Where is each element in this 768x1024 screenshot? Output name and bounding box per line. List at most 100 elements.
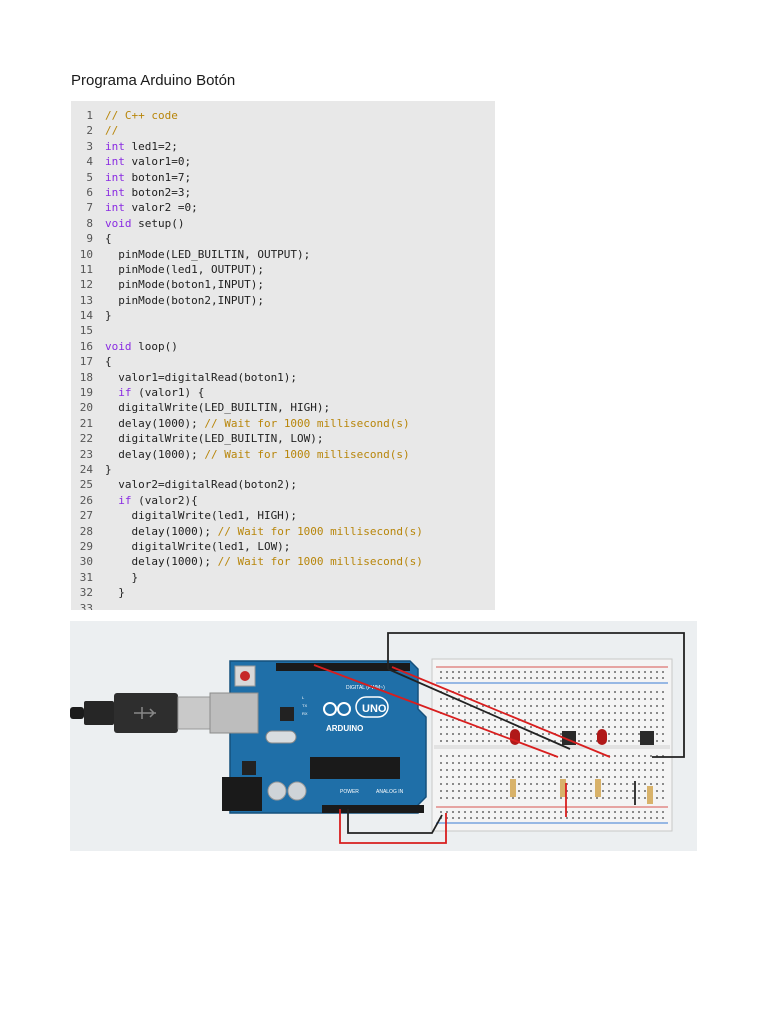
breadboard-hole xyxy=(596,811,598,813)
breadboard-hole xyxy=(464,705,466,707)
breadboard-hole xyxy=(446,762,448,764)
breadboard-hole xyxy=(548,762,550,764)
code-token: { xyxy=(105,355,112,369)
breadboard-hole xyxy=(536,691,538,693)
breadboard-hole xyxy=(560,677,562,679)
breadboard-hole xyxy=(656,733,658,735)
breadboard-hole xyxy=(662,740,664,742)
breadboard-hole xyxy=(536,790,538,792)
breadboard-hole xyxy=(596,712,598,714)
breadboard-hole xyxy=(542,733,544,735)
code-token: pinMode(LED_BUILTIN, OUTPUT); xyxy=(105,247,311,261)
breadboard-hole xyxy=(494,783,496,785)
breadboard-hole xyxy=(638,790,640,792)
breadboard-hole xyxy=(524,705,526,707)
breadboard-hole xyxy=(626,733,628,735)
line-number: 11 xyxy=(79,262,93,276)
breadboard-hole xyxy=(578,740,580,742)
line-number: 3 xyxy=(86,139,93,153)
breadboard-hole xyxy=(662,726,664,728)
breadboard-hole xyxy=(446,705,448,707)
breadboard-hole xyxy=(482,769,484,771)
breadboard-hole xyxy=(614,677,616,679)
breadboard-hole xyxy=(644,726,646,728)
breadboard-hole xyxy=(602,783,604,785)
breadboard-hole xyxy=(458,797,460,799)
breadboard-hole xyxy=(530,776,532,778)
breadboard-hole xyxy=(566,783,568,785)
code-line: // xyxy=(105,123,495,138)
breadboard-hole xyxy=(464,712,466,714)
breadboard-hole xyxy=(566,769,568,771)
breadboard-hole xyxy=(506,677,508,679)
breadboard-hole xyxy=(488,733,490,735)
breadboard-hole xyxy=(470,790,472,792)
breadboard-hole xyxy=(506,790,508,792)
breadboard-hole xyxy=(536,776,538,778)
breadboard-hole xyxy=(644,677,646,679)
code-token: pinMode(boton2,INPUT); xyxy=(105,293,264,307)
breadboard-hole xyxy=(500,740,502,742)
code-token: (valor2){ xyxy=(131,493,198,507)
breadboard-hole xyxy=(524,797,526,799)
power-jack xyxy=(222,777,262,811)
breadboard-hole xyxy=(638,671,640,673)
breadboard-hole xyxy=(596,762,598,764)
breadboard-hole xyxy=(536,671,538,673)
breadboard-hole xyxy=(482,712,484,714)
breadboard-hole xyxy=(488,790,490,792)
code-line: { xyxy=(105,231,495,246)
breadboard-hole xyxy=(602,817,604,819)
code-token: // Wait for 1000 millisecond(s) xyxy=(204,447,410,461)
breadboard-hole xyxy=(524,726,526,728)
code-token: pinMode(boton1,INPUT); xyxy=(105,278,264,292)
breadboard-hole xyxy=(476,677,478,679)
pushbutton-2[interactable] xyxy=(640,731,654,745)
breadboard-hole xyxy=(524,769,526,771)
breadboard-hole xyxy=(464,677,466,679)
breadboard-hole xyxy=(518,769,520,771)
breadboard-hole xyxy=(548,769,550,771)
breadboard-hole xyxy=(566,691,568,693)
breadboard-hole xyxy=(476,776,478,778)
breadboard-hole xyxy=(632,740,634,742)
breadboard-hole xyxy=(596,719,598,721)
breadboard-hole xyxy=(644,698,646,700)
breadboard-hole xyxy=(614,705,616,707)
breadboard-hole xyxy=(650,712,652,714)
breadboard-hole xyxy=(614,797,616,799)
breadboard-hole xyxy=(560,755,562,757)
breadboard-hole xyxy=(542,755,544,757)
code-token: // Wait for 1000 millisecond(s) xyxy=(204,416,410,430)
breadboard-hole xyxy=(608,698,610,700)
breadboard-hole xyxy=(602,705,604,707)
breadboard-hole xyxy=(584,712,586,714)
code-line: pinMode(boton1,INPUT); xyxy=(105,277,495,292)
breadboard-hole xyxy=(608,726,610,728)
breadboard-hole xyxy=(500,790,502,792)
wires xyxy=(313,632,685,844)
breadboard-hole xyxy=(548,719,550,721)
breadboard-hole xyxy=(500,733,502,735)
code-line: void setup() xyxy=(105,216,495,231)
breadboard-hole xyxy=(620,790,622,792)
breadboard-hole xyxy=(524,671,526,673)
code-token: delay(1000); xyxy=(105,416,205,430)
breadboard-hole xyxy=(554,698,556,700)
breadboard-hole xyxy=(614,691,616,693)
line-number: 19 xyxy=(79,386,93,400)
breadboard-hole xyxy=(470,719,472,721)
breadboard-hole xyxy=(578,698,580,700)
code-token: int xyxy=(105,185,125,199)
breadboard-hole xyxy=(446,733,448,735)
breadboard-hole xyxy=(548,790,550,792)
breadboard-hole xyxy=(572,811,574,813)
breadboard-hole xyxy=(530,790,532,792)
reset-button[interactable] xyxy=(240,671,250,681)
breadboard-hole xyxy=(596,817,598,819)
breadboard-hole xyxy=(482,740,484,742)
breadboard-hole xyxy=(662,776,664,778)
breadboard-hole xyxy=(452,783,454,785)
breadboard-hole xyxy=(482,797,484,799)
breadboard-hole xyxy=(530,733,532,735)
